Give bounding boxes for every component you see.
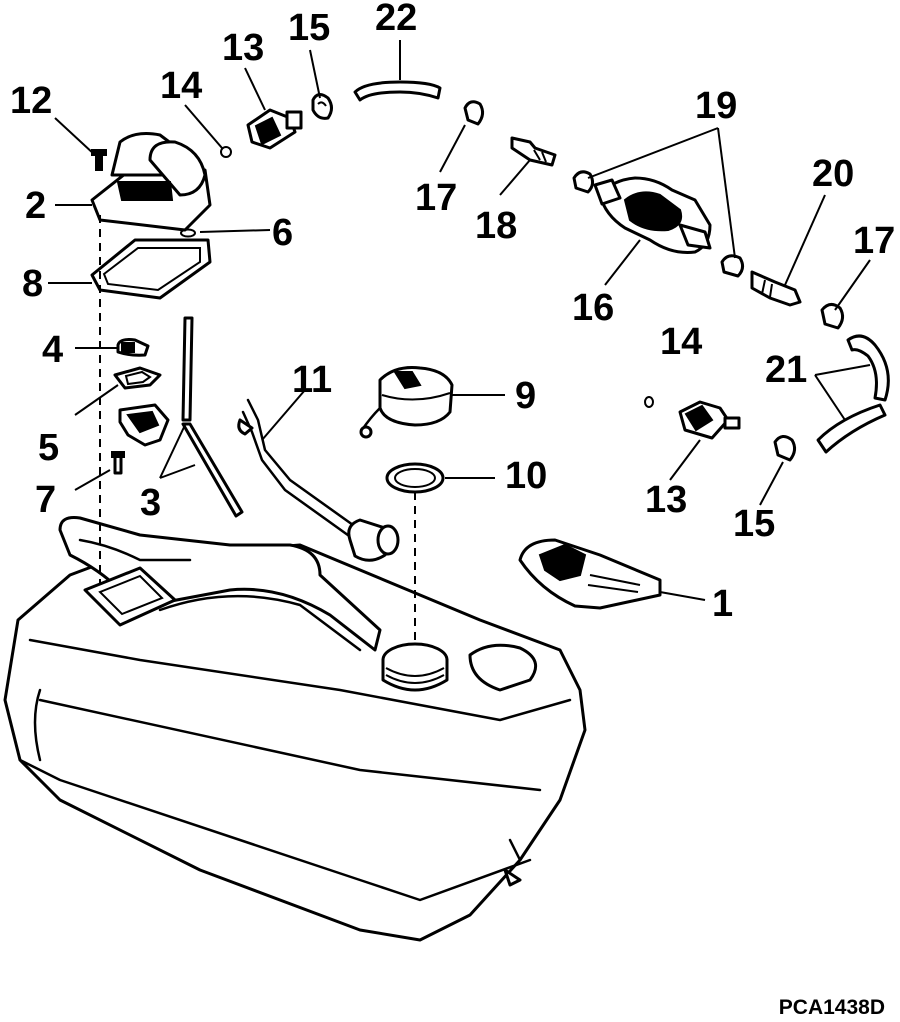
callout-20: 20	[812, 153, 854, 195]
callout-2: 2	[25, 185, 46, 227]
part-15-clamp-upper	[311, 93, 333, 120]
part-7-screw	[111, 451, 125, 475]
callout-4: 4	[42, 329, 63, 371]
part-3-pickup-tube	[181, 316, 244, 518]
callout-6: 6	[272, 212, 293, 254]
part-14-o-ring-upper	[220, 146, 232, 158]
part-9-cap	[359, 366, 454, 439]
part-19-clamp-a	[572, 170, 595, 194]
part-16-primer-bulb	[593, 176, 712, 254]
callout-17-right: 17	[853, 220, 895, 262]
callout-16: 16	[572, 287, 614, 329]
callout-8: 8	[22, 263, 43, 305]
part-17-clamp-right	[820, 303, 845, 330]
part-19-clamp-b	[720, 254, 745, 278]
callout-5: 5	[38, 427, 59, 469]
callout-15-lower: 15	[733, 503, 775, 545]
callout-10: 10	[505, 455, 547, 497]
part-11-gauge-bracket	[118, 403, 170, 447]
part-6-o-ring	[180, 228, 196, 238]
part-21-hose-a	[846, 334, 890, 402]
part-11-float-arm	[237, 398, 400, 562]
callout-7: 7	[35, 479, 56, 521]
callout-17-upper: 17	[415, 177, 457, 219]
callout-21: 21	[765, 349, 807, 391]
callout-labels: 12 2 8 4 5 7 3 6 11 9 10 1 14 13 15 22 1…	[10, 0, 895, 625]
part-13-connector-upper	[246, 108, 303, 150]
callout-14-upper: 14	[160, 65, 202, 107]
callout-12: 12	[10, 80, 52, 122]
fuel-tank	[3, 516, 587, 942]
callout-9: 9	[515, 375, 536, 417]
part-8-gasket	[90, 238, 212, 300]
part-4-cap	[116, 338, 150, 357]
callout-11: 11	[292, 359, 332, 401]
leader-lines	[48, 40, 871, 601]
part-17-clamp-upper	[463, 100, 485, 126]
callout-19: 19	[695, 85, 737, 127]
part-10-gasket-ring	[385, 462, 445, 494]
part-22-hose	[353, 80, 442, 102]
callout-18: 18	[475, 205, 517, 247]
part-5-seal	[113, 366, 162, 390]
part-14-o-ring-lower	[644, 396, 654, 408]
part-15-clamp-lower	[773, 435, 797, 462]
callout-14-lower: 14	[660, 321, 702, 363]
drawing-code: PCA1438D	[779, 996, 885, 1019]
callout-3: 3	[140, 482, 161, 524]
part-18-fitting	[510, 136, 557, 167]
part-1-decal	[518, 538, 662, 610]
callout-13-lower: 13	[645, 479, 687, 521]
callout-15-upper: 15	[288, 7, 330, 49]
part-20-fitting	[750, 270, 802, 307]
callout-13-upper: 13	[222, 27, 264, 69]
part-2-pickup-housing	[90, 132, 212, 232]
part-13-connector-lower	[678, 400, 741, 440]
part-21-hose-b	[816, 403, 887, 454]
callout-22: 22	[375, 0, 417, 39]
callout-1: 1	[712, 583, 733, 625]
